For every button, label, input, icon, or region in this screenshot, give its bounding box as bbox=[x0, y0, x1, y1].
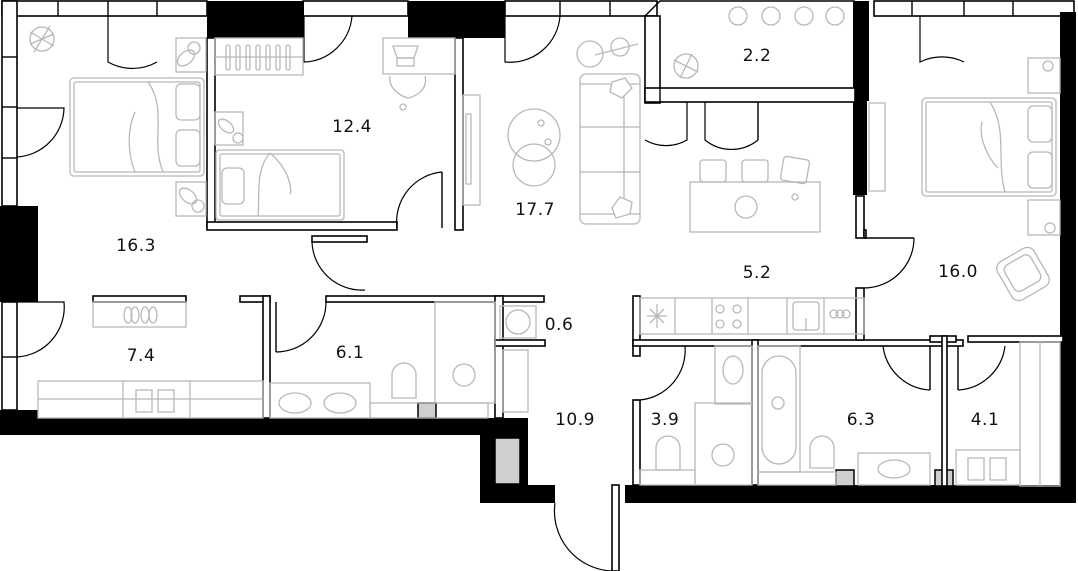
single-bed bbox=[215, 149, 345, 221]
kitchen-counter bbox=[639, 297, 865, 335]
nightstand bbox=[214, 111, 244, 146]
tv-stand bbox=[462, 94, 481, 206]
room-area-living-room: 17.7 bbox=[515, 200, 555, 220]
desk bbox=[382, 37, 456, 111]
wardrobe bbox=[37, 380, 264, 419]
sofa bbox=[579, 73, 641, 225]
hanger-rail bbox=[225, 44, 291, 71]
shoe-rack bbox=[502, 349, 529, 413]
double-bed-right bbox=[921, 97, 1057, 197]
toilet bbox=[809, 435, 835, 469]
room-area-bedroom-left: 16.3 bbox=[116, 236, 156, 256]
room-area-dressing-room: 7.4 bbox=[126, 346, 156, 366]
nightstand bbox=[175, 37, 207, 73]
floor-lamp bbox=[576, 37, 639, 68]
sink-icon bbox=[792, 301, 820, 331]
bathtub bbox=[757, 345, 801, 473]
wardrobe-right-rail bbox=[1019, 341, 1061, 487]
toilet bbox=[655, 435, 681, 471]
double-bed-left bbox=[69, 77, 205, 177]
washbasin bbox=[714, 345, 753, 405]
nightstand bbox=[1027, 199, 1061, 236]
dishes-icon bbox=[829, 309, 851, 319]
toilet bbox=[391, 362, 417, 399]
bidet-toilet bbox=[955, 449, 1021, 486]
room-area-balcony: 2.2 bbox=[742, 46, 772, 66]
room-area-kitchen: 5.2 bbox=[742, 263, 772, 283]
plant-icon bbox=[29, 25, 55, 53]
shower bbox=[434, 301, 496, 404]
furniture bbox=[29, 6, 1061, 487]
dining-table bbox=[689, 155, 821, 233]
nightstand bbox=[1027, 57, 1061, 94]
shower bbox=[694, 402, 753, 486]
armchair bbox=[996, 246, 1050, 302]
window-frames-top bbox=[1, 0, 1075, 17]
room-area-wc: 3.9 bbox=[650, 410, 680, 430]
room-area-bathroom-left: 6.1 bbox=[335, 343, 365, 363]
coffee-tables bbox=[507, 108, 561, 187]
balcony-plants bbox=[673, 6, 845, 79]
bathroom-vanity bbox=[269, 382, 371, 419]
ventilation-shafts bbox=[417, 402, 954, 487]
window-frames-left bbox=[1, 0, 18, 411]
room-area-hallway: 10.9 bbox=[555, 410, 595, 430]
tv-stand bbox=[868, 102, 886, 192]
fridge-snowflake-icon bbox=[647, 304, 667, 328]
room-area-bedroom-right: 16.0 bbox=[938, 262, 978, 282]
room-area-bathroom-right: 6.3 bbox=[846, 410, 876, 430]
room-area-bedroom-small: 12.4 bbox=[332, 117, 372, 137]
room-area-laundry-closet: 0.6 bbox=[544, 315, 574, 335]
room-area-wardrobe-right: 4.1 bbox=[970, 410, 1000, 430]
stove-icon bbox=[715, 304, 742, 329]
shoe-rack bbox=[92, 301, 187, 328]
door-swings bbox=[16, 15, 1006, 571]
washbasin bbox=[857, 452, 931, 486]
washing-machine bbox=[499, 305, 537, 339]
nightstand bbox=[175, 181, 207, 217]
structural-walls bbox=[0, 1, 1076, 503]
